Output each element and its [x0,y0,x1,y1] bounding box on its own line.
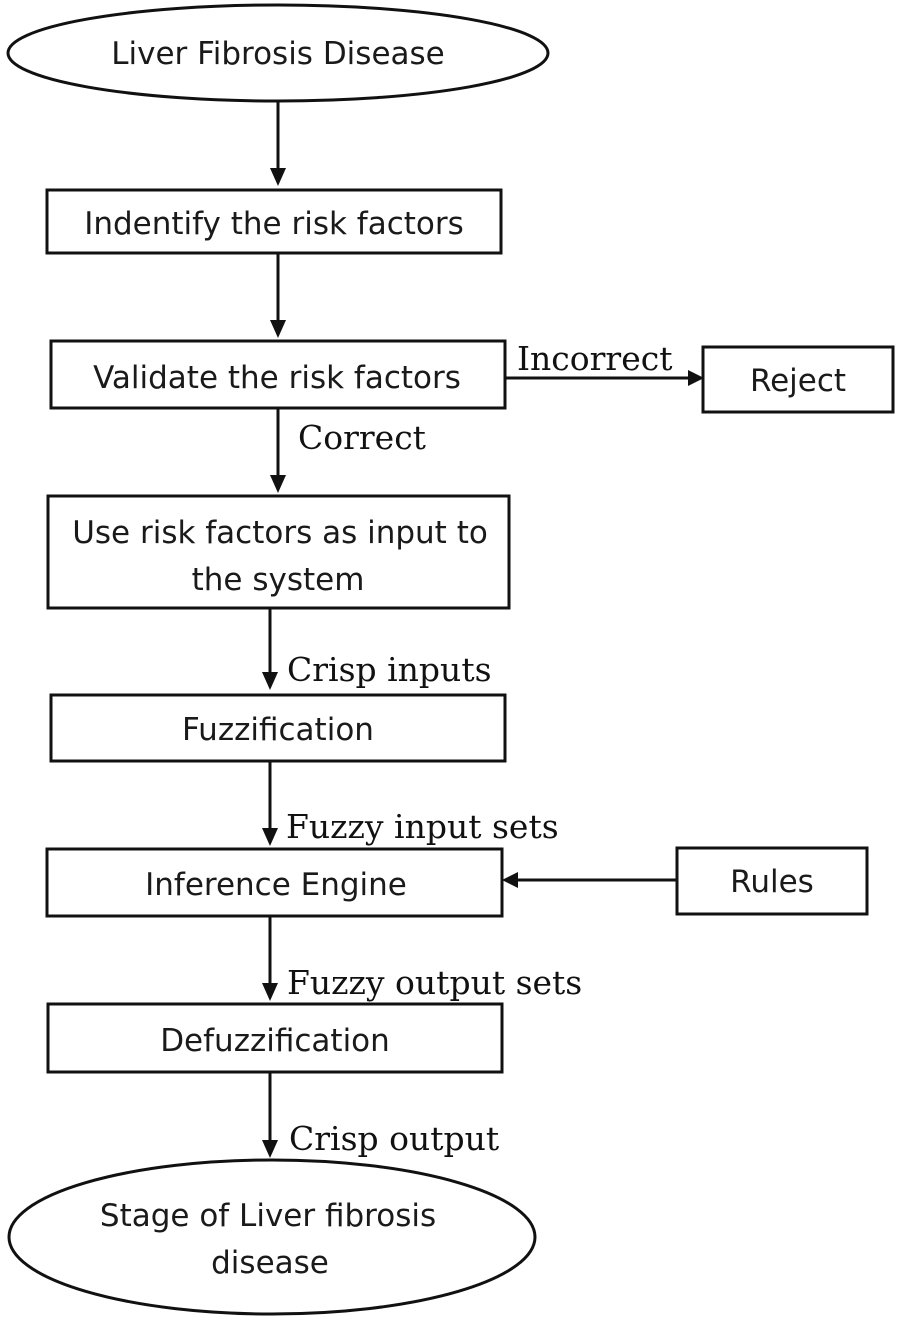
identify-box [45,188,503,255]
correct-label: Correct [298,418,426,457]
end-label-line1: Stage of Liver fibrosis [100,1198,436,1234]
arrow-validate-reject: Incorrect [505,339,704,386]
inference-engine-label: Inference Engine [145,867,407,903]
crisp-inputs-label: Crisp inputs [287,650,492,689]
arrow-identify-validate [270,253,286,338]
arrow-rules-inference [502,872,677,888]
end-node: Stage of Liver fibrosis disease [7,1158,537,1316]
arrow-start-identify [270,101,286,186]
fuzzy-input-sets-label: Fuzzy input sets [286,807,559,846]
reject-node: Reject [701,345,895,414]
defuzzification-node: Defuzzification [46,1002,504,1074]
crisp-output-label: Crisp output [289,1119,499,1158]
arrow-validate-use: Correct [270,408,426,493]
use-risk-factors-box [46,494,511,610]
defuzzification-box [46,1002,504,1074]
rules-label: Rules [730,864,814,900]
rules-box [675,846,869,916]
defuzzification-label: Defuzzification [160,1023,390,1059]
arrow-inference-defuzzification: Fuzzy output sets [262,916,582,1002]
fuzzification-node: Fuzzification [49,693,507,763]
validate-node: Validate the risk factors [49,339,507,410]
reject-box [701,345,895,414]
fuzzification-label: Fuzzification [182,712,374,748]
identify-label: Indentify the risk factors [84,206,464,242]
use-risk-factors-node: Use risk factors as input to the system [46,494,511,610]
fuzzy-output-sets-label: Fuzzy output sets [287,963,582,1002]
start-node: Liver Fibrosis Disease [6,3,550,103]
identify-node: Indentify the risk factors [45,188,503,255]
inference-engine-box [45,847,504,918]
arrow-use-fuzzification: Crisp inputs [262,608,492,690]
use-risk-factors-label-line1: Use risk factors as input to [72,515,488,551]
use-risk-factors-label-line2: the system [192,562,365,598]
arrow-defuzzification-end: Crisp output [262,1072,499,1158]
validate-label: Validate the risk factors [93,360,461,396]
rules-node: Rules [675,846,869,916]
end-label-line2: disease [211,1245,329,1281]
fuzzification-box [49,693,507,763]
start-label: Liver Fibrosis Disease [111,36,445,72]
end-ellipse [7,1158,537,1316]
arrow-fuzzification-inference: Fuzzy input sets [262,761,559,846]
incorrect-label: Incorrect [517,339,672,378]
inference-engine-node: Inference Engine [45,847,504,918]
reject-label: Reject [750,363,846,399]
